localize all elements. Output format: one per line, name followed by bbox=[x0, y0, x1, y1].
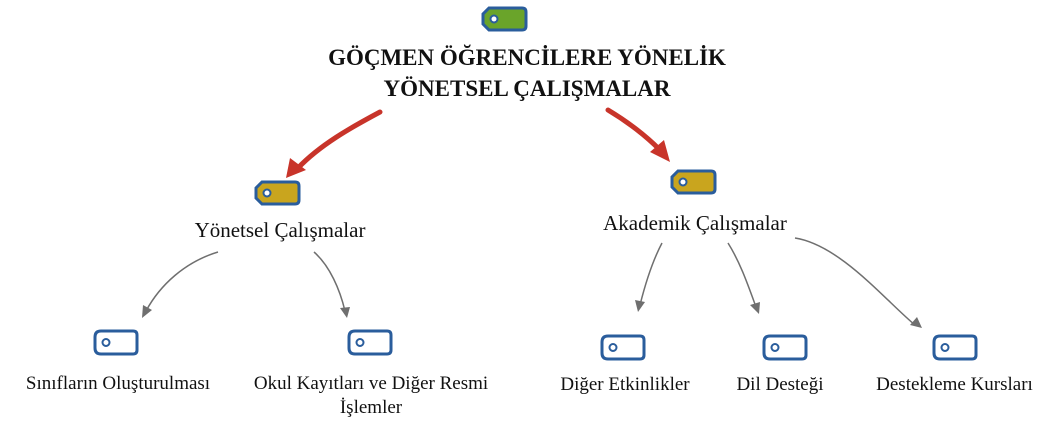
root-title-line-2: YÖNETSEL ÇALIŞMALAR bbox=[383, 76, 671, 101]
node-dil-destegi: Dil Desteği bbox=[736, 374, 824, 395]
connector-akademik-to-etkinlikler bbox=[639, 242, 663, 306]
connector-root-to-akademik bbox=[605, 107, 663, 153]
node-siniflarin-olusturulmasi: Sınıfların Oluşturulması bbox=[25, 373, 211, 394]
dil-tag-icon bbox=[762, 334, 808, 361]
node-yonetsel-calismalar: Yönetsel Çalışmalar bbox=[194, 218, 366, 242]
node-okul-kayitlari-line-2: İşlemler bbox=[339, 397, 403, 418]
root-title-line-1: GÖÇMEN ÖĞRENCİLERE YÖNELİK bbox=[328, 45, 726, 70]
node-okul-kayitlari-line-1: Okul Kayıtları ve Diğer Resmi bbox=[253, 373, 489, 394]
node-akademik-calismalar: Akademik Çalışmalar bbox=[603, 211, 787, 235]
arrowhead-etkinlikler bbox=[635, 300, 645, 312]
arrowhead-dil bbox=[750, 302, 760, 314]
node-okul-kayitlari: Okul Kayıtları ve Diğer Resmi İşlemler bbox=[228, 372, 514, 420]
root-tag-icon bbox=[481, 6, 528, 32]
etkinlikler-tag-icon bbox=[600, 334, 646, 361]
connector-yonetsel-to-siniflar bbox=[145, 251, 219, 312]
yonetsel-tag-icon bbox=[254, 180, 301, 206]
arrowhead-okul bbox=[340, 307, 350, 318]
connector-akademik-to-destekleme bbox=[794, 237, 916, 326]
okul-tag-icon bbox=[347, 329, 393, 356]
arrowhead-root-to-akademik bbox=[650, 140, 670, 162]
siniflar-tag-icon bbox=[93, 329, 139, 356]
node-diger-etkinlikler: Diğer Etkinlikler bbox=[560, 374, 690, 395]
connector-root-to-yonetsel bbox=[295, 109, 383, 171]
arrowhead-destekleme bbox=[910, 317, 922, 328]
root-node-title: GÖÇMEN ÖĞRENCİLERE YÖNELİK YÖNETSEL ÇALI… bbox=[177, 42, 877, 104]
node-destekleme-kurslari: Destekleme Kursları bbox=[876, 374, 1033, 395]
connector-akademik-to-dil bbox=[727, 242, 757, 308]
arrowhead-root-to-yonetsel bbox=[286, 158, 306, 178]
arrowhead-siniflar bbox=[142, 305, 152, 318]
destekleme-tag-icon bbox=[932, 334, 978, 361]
akademik-tag-icon bbox=[670, 169, 717, 195]
connector-yonetsel-to-okul bbox=[313, 251, 346, 312]
